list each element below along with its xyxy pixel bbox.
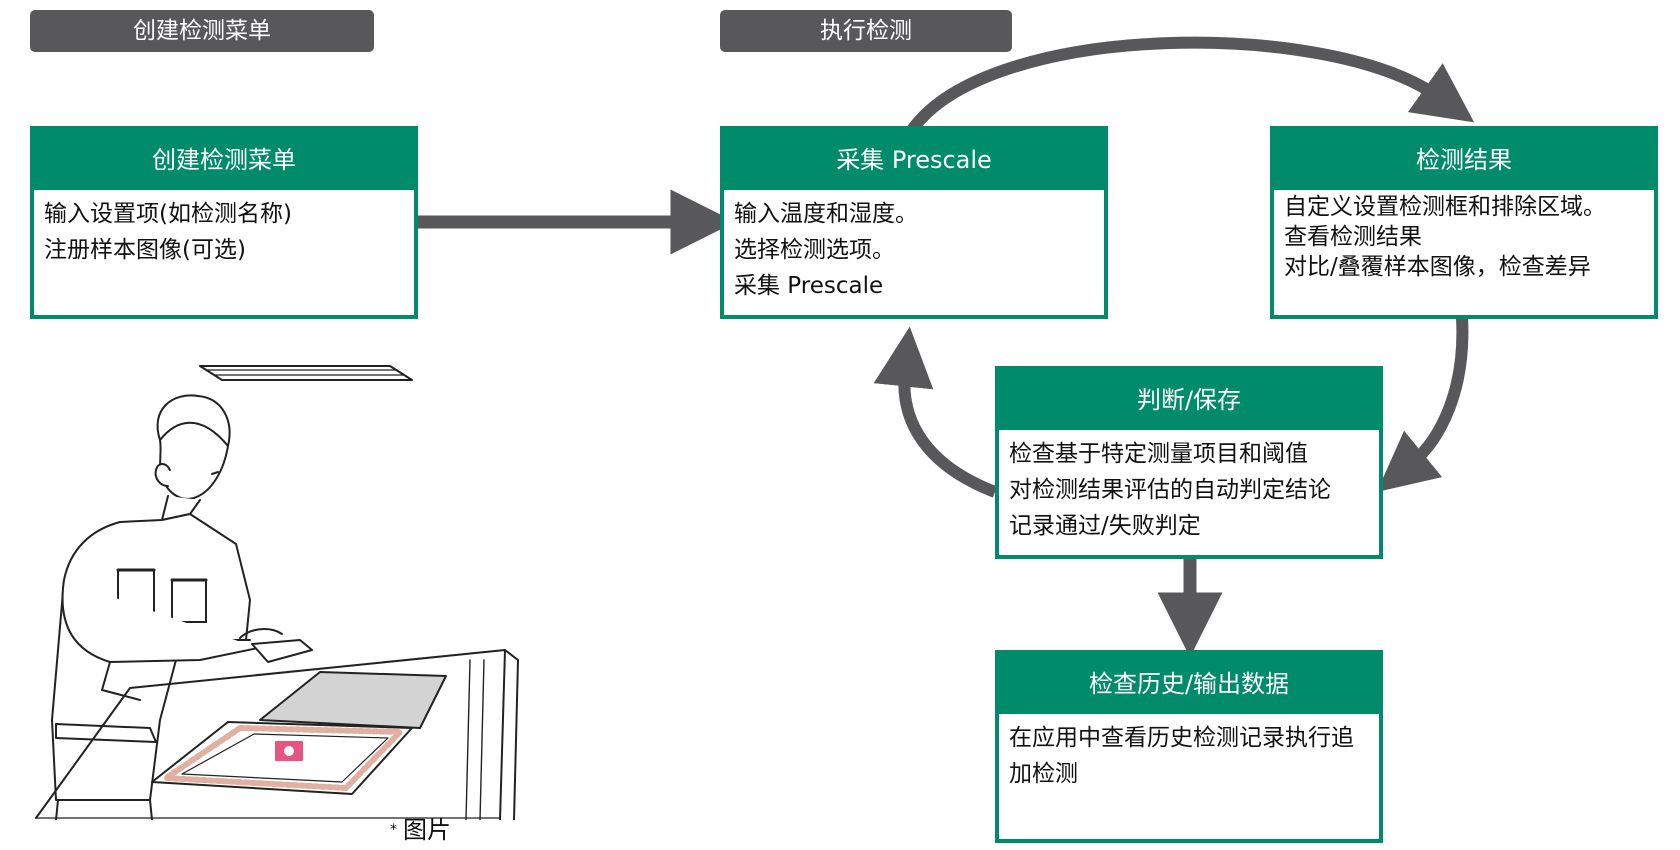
box-create-menu-title: 创建检测菜单 (34, 130, 414, 190)
box-line: 查看检测结果 (1284, 224, 1422, 250)
box-line: 输入设置项(如检测名称) (44, 201, 292, 227)
caption-text: 图片 (403, 816, 451, 844)
box-line: 采集 Prescale (734, 273, 884, 299)
box-create-menu-body: 输入设置项(如检测名称) 注册样本图像(可选) (34, 190, 414, 268)
box-line: 对检测结果评估的自动判定结论 (1009, 477, 1331, 503)
box-line: 输入温度和湿度。 (734, 201, 918, 227)
box-history-export-title: 检查历史/输出数据 (999, 654, 1379, 714)
section-header-create-menu: 创建检测菜单 (30, 10, 374, 52)
box-line: 自定义设置检测框和排除区域。 (1284, 194, 1606, 220)
film-strip-icon (199, 365, 413, 381)
box-line: 注册样本图像(可选) (44, 237, 246, 263)
box-inspection-results-title: 检测结果 (1274, 130, 1654, 190)
arrow-capture-to-results (907, 36, 1475, 134)
box-capture-prescale-body: 输入温度和湿度。 选择检测选项。 采集 Prescale (724, 190, 1104, 304)
box-line: 记录通过/失败判定 (1009, 513, 1201, 539)
arrow-judge-to-capture (873, 326, 998, 498)
scanner-icon (251, 639, 313, 663)
arrow-results-to-judge (1376, 317, 1469, 492)
box-line: 在应用中查看历史检测记录执行追 (1009, 725, 1354, 751)
box-line: 选择检测选项。 (734, 237, 895, 263)
box-line: 对比/叠覆样本图像，检查差异 (1284, 254, 1591, 280)
box-history-export: 检查历史/输出数据 在应用中查看历史检测记录执行追 加检测 (995, 650, 1383, 843)
box-line: 加检测 (1009, 761, 1078, 787)
box-judge-save: 判断/保存 检查基于特定测量项目和阈值 对检测结果评估的自动判定结论 记录通过/… (995, 366, 1383, 559)
operator-scanning-illustration (35, 365, 519, 820)
caption-asterisk: * (390, 822, 397, 838)
box-line: 检查基于特定测量项目和阈值 (1009, 441, 1308, 467)
section-header-execute: 执行检测 (720, 10, 1012, 52)
image-caption: * 图片 (390, 816, 451, 844)
box-inspection-results-body: 自定义设置检测框和排除区域。 查看检测结果 对比/叠覆样本图像，检查差异 (1274, 190, 1654, 282)
box-history-export-body: 在应用中查看历史检测记录执行追 加检测 (999, 714, 1379, 792)
box-create-menu: 创建检测菜单 输入设置项(如检测名称) 注册样本图像(可选) (30, 126, 418, 319)
box-judge-save-body: 检查基于特定测量项目和阈值 对检测结果评估的自动判定结论 记录通过/失败判定 (999, 430, 1379, 544)
box-capture-prescale-title: 采集 Prescale (724, 130, 1104, 190)
box-judge-save-title: 判断/保存 (999, 370, 1379, 430)
table-icon (35, 649, 519, 820)
box-capture-prescale: 采集 Prescale 输入温度和湿度。 选择检测选项。 采集 Prescale (720, 126, 1108, 319)
box-inspection-results: 检测结果 自定义设置检测框和排除区域。 查看检测结果 对比/叠覆样本图像，检查差… (1270, 126, 1658, 319)
head-icon (156, 394, 231, 500)
